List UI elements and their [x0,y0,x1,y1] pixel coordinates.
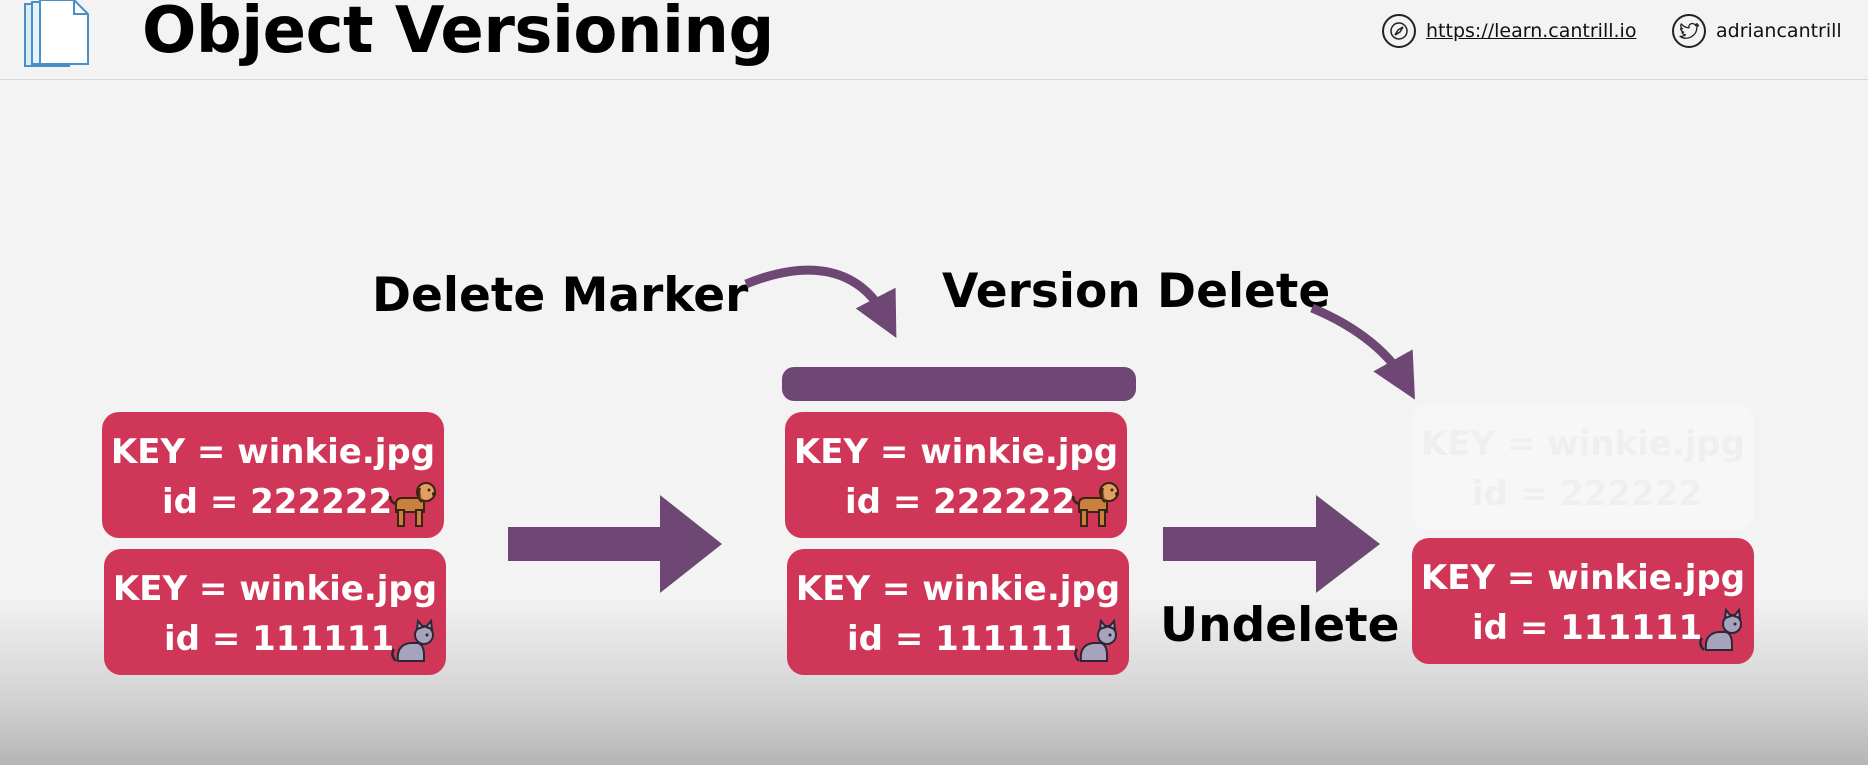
object-version-111111: KEY = winkie.jpg id = 111111 [1412,538,1754,664]
slide-header: Object Versioning https://learn.cantrill… [0,0,1868,80]
twitter-handle-label[interactable]: adriancantrill [1716,20,1842,42]
object-id: id = 222222 [845,482,1076,522]
cat-icon [1074,618,1117,662]
transition-arrow-2 [1163,495,1380,593]
dog-icon [1071,482,1119,527]
object-id: id = 111111 [164,619,395,659]
object-version-111111: KEY = winkie.jpg id = 111111 [787,549,1129,675]
delete-marker-curved-arrow [744,265,897,338]
object-id: id = 222222 [162,482,393,522]
deleted-object-version-ghost: KEY = winkie.jpg id = 222222 [1412,404,1754,530]
compass-icon [1382,14,1416,48]
object-key: KEY = winkie.jpg [793,432,1119,472]
version-delete-label: Version Delete [942,264,1331,319]
object-key: KEY = winkie.jpg [110,432,436,472]
page-title: Object Versioning [142,0,774,68]
website-link-label[interactable]: https://learn.cantrill.io [1426,20,1637,42]
website-link[interactable]: https://learn.cantrill.io [1382,14,1636,48]
object-version-222222: KEY = winkie.jpg id = 222222 [102,412,444,538]
delete-marker-label: Delete Marker [372,268,749,323]
object-key: KEY = winkie.jpg [1420,424,1746,464]
object-id: id = 222222 [1472,474,1703,514]
transition-arrow-1 [508,495,722,593]
undelete-label: Undelete [1160,598,1400,653]
twitter-bird-icon [1672,14,1706,48]
twitter-link[interactable]: adriancantrill [1672,14,1842,48]
object-version-111111: KEY = winkie.jpg id = 111111 [104,549,446,675]
object-id: id = 111111 [847,619,1078,659]
object-key: KEY = winkie.jpg [1420,558,1746,598]
cat-icon [1699,607,1742,651]
object-version-222222: KEY = winkie.jpg id = 222222 [785,412,1127,538]
object-key: KEY = winkie.jpg [112,569,438,609]
dog-icon [388,482,436,527]
cat-icon [391,618,434,662]
document-stack-icon [24,0,89,67]
delete-marker-bar [782,367,1136,401]
version-delete-curved-arrow [1310,303,1416,400]
object-key: KEY = winkie.jpg [795,569,1121,609]
object-id: id = 111111 [1472,608,1703,648]
